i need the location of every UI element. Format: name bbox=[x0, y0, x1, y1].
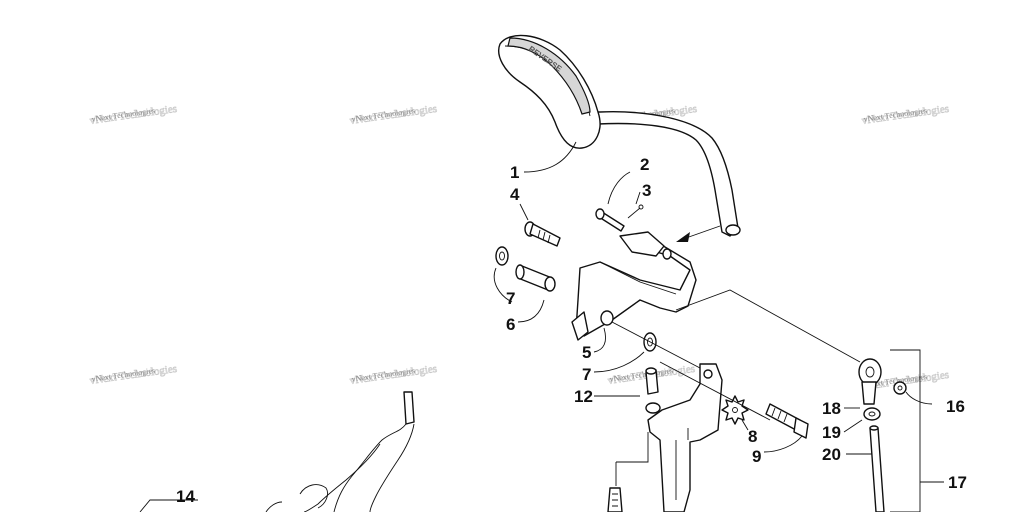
callout-5: 5 bbox=[582, 343, 591, 362]
callout-7: 7 bbox=[506, 289, 515, 308]
callout-6: 6 bbox=[506, 315, 515, 334]
callout-7-second: 7 bbox=[582, 365, 591, 384]
callouts: 1 2 3 4 5 6 7 7 8 9 12 14 16 17 18 19 20 bbox=[176, 155, 967, 506]
part-20-shift-rod bbox=[869, 425, 885, 512]
callout-2: 2 bbox=[640, 155, 649, 174]
lower-fitting bbox=[607, 487, 623, 512]
callout-18: 18 bbox=[822, 399, 841, 418]
shift-arm-plate bbox=[647, 363, 723, 512]
part-18-rod-end bbox=[858, 358, 882, 405]
callout-14: 14 bbox=[176, 487, 195, 506]
part-1-shift-lever: REVERSE bbox=[498, 34, 741, 237]
part-16-nut bbox=[893, 381, 907, 395]
callout-17: 17 bbox=[948, 473, 967, 492]
callout-9: 9 bbox=[752, 447, 761, 466]
watermark: vNext Technologies vNext Technologies bbox=[89, 363, 178, 388]
watermark: vNext Technologies vNext Technologies bbox=[349, 103, 438, 128]
callout-16: 16 bbox=[946, 397, 965, 416]
part-2-clevis-pin bbox=[595, 208, 625, 232]
part-9-bolt bbox=[765, 403, 809, 439]
part-3-cotter-pin bbox=[627, 204, 644, 219]
callout-19: 19 bbox=[822, 423, 841, 442]
shift-grip bbox=[498, 34, 601, 149]
callout-20: 20 bbox=[822, 445, 841, 464]
callout-3: 3 bbox=[642, 181, 651, 200]
watermarks: vNext Technologies vNext Technologies vN… bbox=[89, 103, 950, 394]
part-6-spacer bbox=[515, 264, 556, 292]
part-14-cable-assembly bbox=[265, 391, 415, 512]
part-12-fitting bbox=[645, 367, 661, 414]
part-19-jam-nut bbox=[863, 407, 881, 421]
part-7-washer bbox=[495, 246, 509, 266]
watermark: vNext Technologies vNext Technologies bbox=[861, 103, 950, 128]
callout-8: 8 bbox=[748, 427, 757, 446]
watermark: vNext Technologies vNext Technologies bbox=[89, 103, 178, 128]
part-4-bolt bbox=[524, 221, 561, 247]
callout-1: 1 bbox=[510, 163, 519, 182]
part-8-star-washer bbox=[721, 395, 749, 425]
watermark: vNext Technologies vNext Technologies bbox=[349, 363, 438, 388]
callout-4: 4 bbox=[510, 185, 520, 204]
part-5-shift-bracket bbox=[571, 231, 697, 341]
callout-12: 12 bbox=[574, 387, 593, 406]
leader-lines bbox=[139, 141, 944, 512]
